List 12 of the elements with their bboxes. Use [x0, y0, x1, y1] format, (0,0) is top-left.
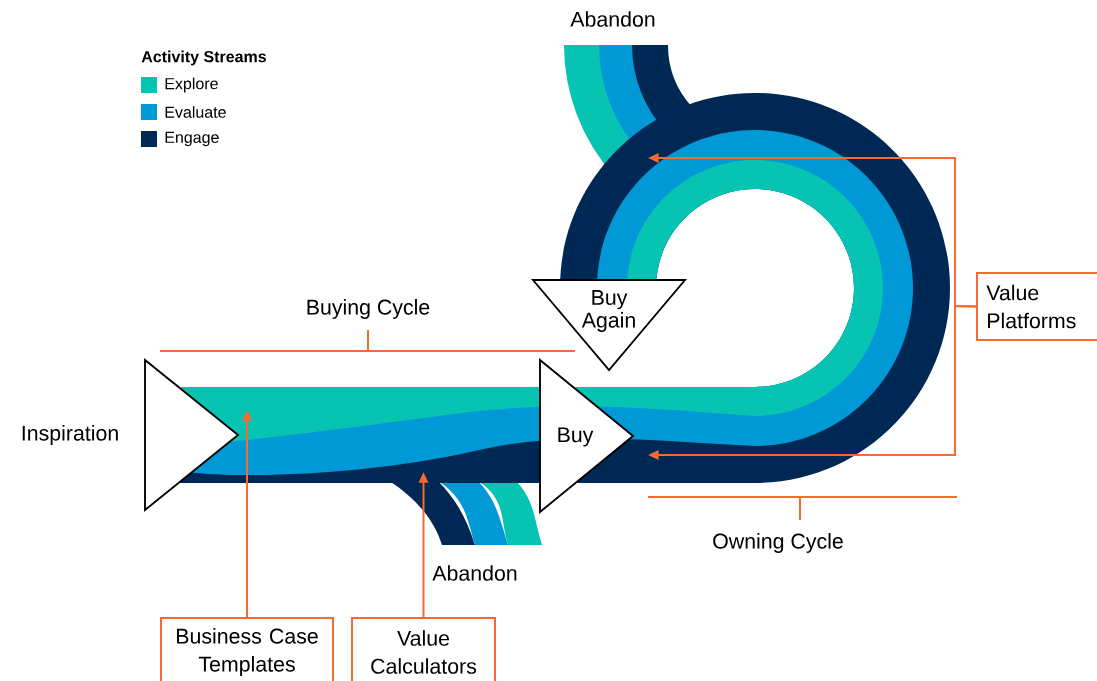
- stage-label: Owning Cycle: [713, 533, 843, 553]
- legend-title: Activity Streams: [141, 50, 266, 66]
- legend-label: Evaluate: [165, 106, 226, 118]
- legend-label: Explore: [165, 77, 218, 93]
- stage-label: Abandon: [570, 11, 655, 27]
- callout-box: Value Calculators: [351, 617, 496, 681]
- stage-label: Inspiration: [22, 425, 118, 445]
- callout-box: Value Platforms: [976, 272, 1097, 341]
- callout-box: Business Case Templates: [160, 617, 334, 681]
- stage-label: Buying Cycle: [307, 299, 430, 319]
- stage-label: Abandon: [432, 565, 517, 581]
- legend-label: Engage: [165, 131, 219, 147]
